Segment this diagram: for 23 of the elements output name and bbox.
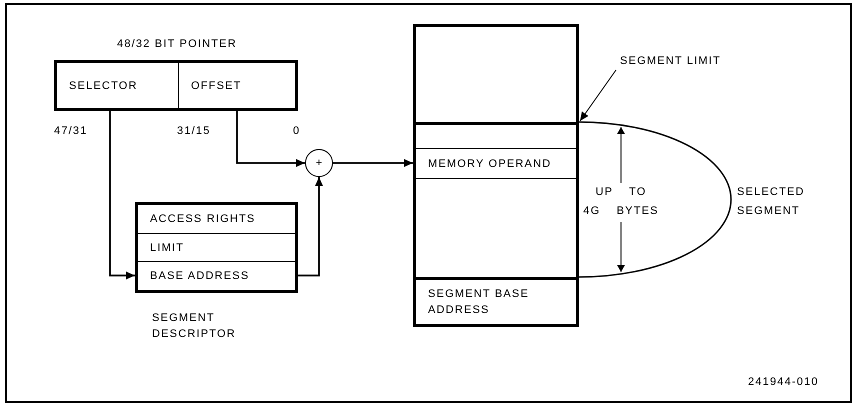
heading: SEGMENT DESCRIPTOR [152,311,237,342]
memory-row: MEMORY OPERAND [416,148,576,179]
offset-field: OFFSET [179,63,295,108]
callout-text: SEGMENT LIMIT [620,52,745,70]
annotation: UP TO 4G BYTES [582,185,660,219]
arrow [109,111,135,280]
annotation: 31/15 [177,124,212,139]
selector-field: SELECTOR [57,63,179,108]
annotation: 47/31 [54,124,89,139]
arrow [298,177,323,276]
annotation: SELECTED SEGMENT [737,185,806,219]
arrow [333,159,413,167]
table-row: LIMIT [138,233,295,261]
memory-row: SEGMENT BASE ADDRESS [416,277,576,324]
memory-column [413,24,579,327]
table-row: ACCESS RIGHTS [138,205,295,233]
adder-circle: + [305,149,333,177]
leader-line [580,70,616,122]
annotation: 0 [293,124,302,139]
table-row: BASE ADDRESS [138,261,295,290]
arrow [236,111,305,167]
figure-number: 241944-010 [748,375,820,390]
heading: 48/32 BIT POINTER [117,37,238,52]
